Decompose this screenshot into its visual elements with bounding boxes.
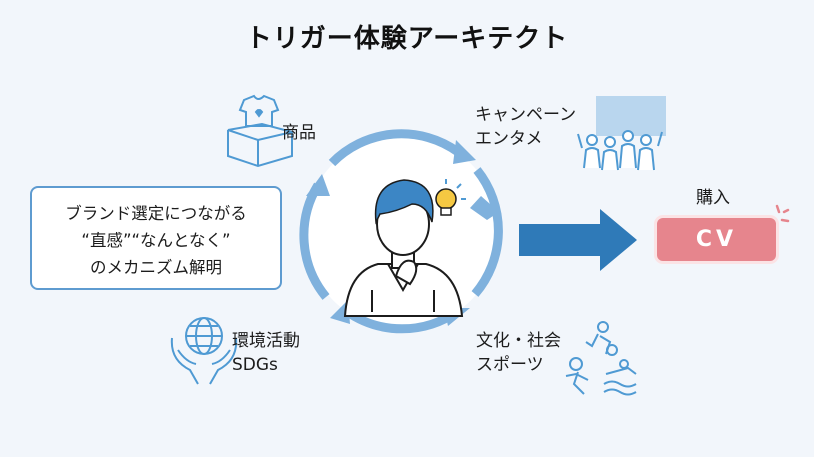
arrow-right-icon	[519, 209, 637, 271]
node-campaign-line2: エンタメ	[475, 129, 543, 149]
diagram-title: トリガー体験アーキテクト	[245, 24, 569, 54]
node-environment-line1: 環境活動	[232, 331, 300, 351]
sparkle-icon	[775, 204, 790, 223]
mechanism-line2: “直感”“なんとなく”	[81, 231, 231, 250]
cv-badge: CV	[657, 218, 776, 261]
lightbulb-icon	[435, 179, 466, 216]
mechanism-line3: のメカニズム解明	[90, 258, 222, 277]
mechanism-line1: ブランド選定につながる	[65, 204, 247, 223]
node-environment-line2: SDGs	[232, 355, 278, 375]
sports-icon	[565, 321, 637, 396]
audience-screen-icon	[577, 96, 666, 171]
node-culture-line1: 文化・社会	[476, 331, 561, 351]
person-icon	[343, 179, 464, 317]
node-product-label: 商品	[282, 123, 316, 143]
mechanism-box: ブランド選定につながる “直感”“なんとなく” のメカニズム解明	[30, 186, 282, 290]
node-campaign-line1: キャンペーン	[475, 105, 577, 125]
globe-hands-icon	[170, 317, 238, 385]
node-environment-label: 環境活動 SDGs	[232, 329, 300, 377]
tshirt-box-icon	[227, 94, 293, 168]
purchase-label: 購入	[696, 188, 730, 208]
node-campaign-label: キャンペーン エンタメ	[475, 103, 576, 151]
node-culture-label: 文化・社会 スポーツ	[476, 329, 561, 377]
node-culture-line2: スポーツ	[476, 355, 544, 375]
